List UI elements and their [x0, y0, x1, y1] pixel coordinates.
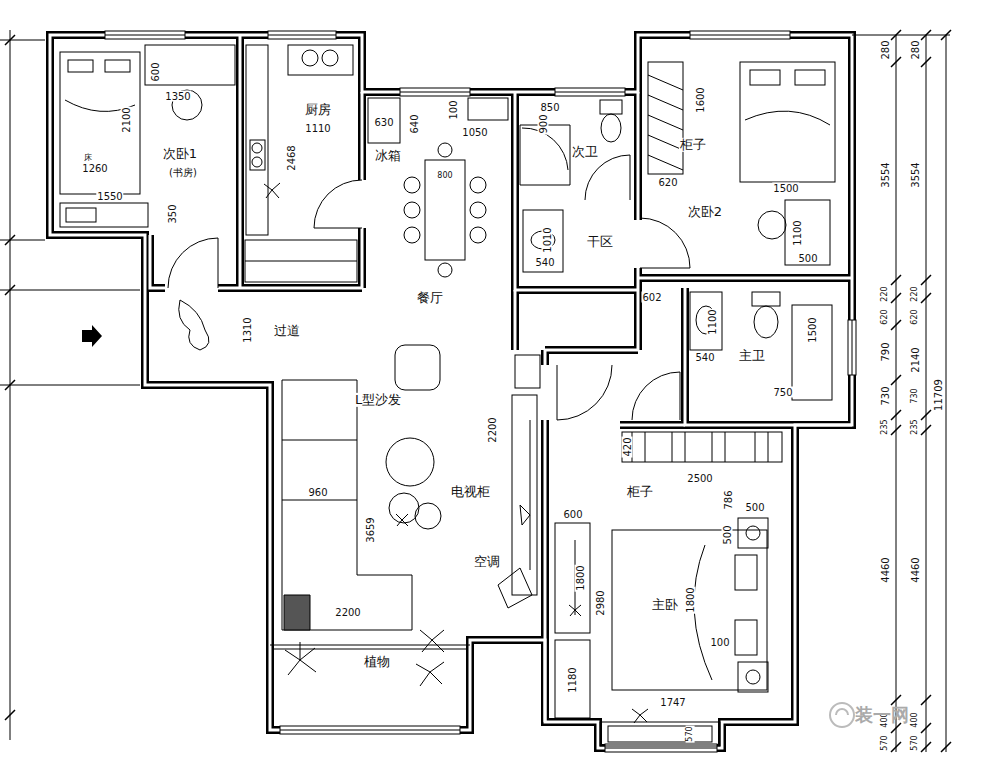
dimension-label: 540 — [534, 257, 555, 268]
room-name: 电视柜 — [450, 485, 491, 499]
dimension-label: 1180 — [567, 666, 578, 693]
dimension-label: 280 — [910, 39, 921, 60]
dimension-label: 1110 — [304, 123, 331, 134]
dimension-label: 850 — [539, 102, 560, 113]
dimension-label: 640 — [409, 113, 420, 134]
room-name: L型沙发 — [354, 393, 402, 407]
dimension-label: 2100 — [121, 106, 132, 133]
dimension-label: 1500 — [807, 316, 818, 343]
dimension-label: 1800 — [575, 564, 586, 591]
room-name: 厨房 — [304, 103, 332, 117]
dimension-label: 1600 — [695, 86, 706, 113]
dimension-label: 600 — [150, 61, 161, 82]
dimension-label: 235 — [911, 418, 920, 435]
room-name: 主卧 — [651, 598, 679, 612]
dimension-label: 4460 — [910, 556, 921, 583]
dimension-label: 1100 — [792, 219, 803, 246]
room-name: 干区 — [586, 235, 614, 249]
dimension-label: 400 — [911, 711, 920, 728]
dimension-label: 1100 — [707, 308, 718, 335]
room-name: 柜子 — [679, 138, 707, 152]
room-name: 柜子 — [626, 485, 654, 499]
room-name: 次卫 — [571, 145, 599, 159]
dimension-label: 4460 — [880, 556, 891, 583]
dimension-label: 960 — [307, 487, 328, 498]
dimension-label: 2200 — [487, 416, 498, 443]
dimension-label: 2500 — [686, 473, 713, 484]
dimension-label: 602 — [641, 292, 662, 303]
dimension-label: 620 — [911, 308, 920, 325]
dimension-label: 1260 — [81, 163, 108, 174]
room-name: 次卧2 — [687, 205, 723, 219]
dimension-label: (书房) — [168, 167, 198, 178]
dimension-label: 600 — [562, 509, 583, 520]
dimension-label: 500 — [797, 253, 818, 264]
dimension-label: 1010 — [542, 226, 553, 253]
entry-arrow — [82, 325, 102, 347]
dimension-label: 220 — [881, 285, 890, 302]
dimension-label: 1747 — [659, 697, 686, 708]
dimension-label: 786 — [723, 489, 734, 510]
room-name: 空调 — [473, 555, 501, 569]
dimension-label: 235 — [881, 418, 890, 435]
dimension-label: 220 — [911, 285, 920, 302]
dimension-label: 570 — [911, 734, 920, 751]
room-name: 冰箱 — [374, 149, 402, 163]
room-name: 主卫 — [738, 349, 766, 363]
dimension-label: 3554 — [910, 161, 921, 188]
dimension-label: 540 — [694, 352, 715, 363]
dimension-label: 11709 — [933, 378, 944, 412]
watermark: 装一网 — [854, 705, 910, 725]
dimension-label: 620 — [881, 308, 890, 325]
dimension-label: 350 — [167, 203, 178, 224]
dimension-label: 床 — [83, 154, 93, 163]
dimension-label: 3659 — [365, 516, 376, 543]
room-name: 过道 — [273, 324, 301, 338]
dimension-label: 730 — [880, 385, 891, 406]
dimension-label: 2200 — [334, 607, 361, 618]
dimension-label: 790 — [880, 341, 891, 362]
dimension-label: 620 — [657, 177, 678, 188]
dimension-label: 280 — [880, 39, 891, 60]
dimension-label: 800 — [436, 172, 453, 181]
dimension-label: 730 — [911, 387, 920, 404]
dimension-label: 2140 — [910, 346, 921, 373]
dimension-label: 500 — [722, 524, 733, 545]
dimension-label: 2980 — [595, 589, 606, 616]
dimension-label: 630 — [373, 117, 394, 128]
dimension-label: 2468 — [286, 144, 297, 171]
dimension-label: 1350 — [164, 91, 191, 102]
room-name: 餐厅 — [416, 291, 444, 305]
dimension-label: 100 — [709, 637, 730, 648]
dimension-label: 100 — [448, 99, 459, 120]
dimension-label: 1050 — [461, 127, 488, 138]
dimension-label: 1500 — [772, 183, 799, 194]
dimension-label: 1550 — [96, 191, 123, 202]
dimension-label: 3554 — [880, 161, 891, 188]
dimension-label: 420 — [622, 436, 633, 457]
dimension-label: 1800 — [685, 586, 696, 613]
room-name: 次卧1 — [162, 147, 198, 161]
dimension-label: 1310 — [242, 316, 253, 343]
dimension-label: 750 — [772, 387, 793, 398]
dimension-label: 900 — [538, 113, 549, 134]
dimension-label: 500 — [744, 502, 765, 513]
dimension-label: 570 — [881, 734, 890, 751]
room-name: 植物 — [363, 655, 391, 669]
dimension-label: 570 — [686, 725, 695, 742]
